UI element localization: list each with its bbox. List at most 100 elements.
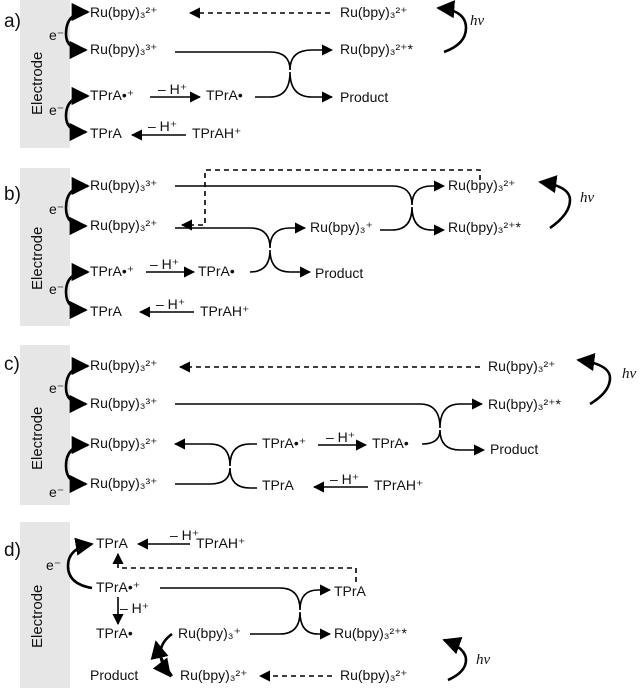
ru2-species: Ru(bpy)₃²⁺ — [90, 217, 158, 233]
electrode-label: Electrode — [29, 585, 46, 648]
tpra-species: TPrA — [96, 535, 129, 551]
reduction-arrow — [64, 86, 90, 117]
tprah-species: TPrAH⁺ — [374, 477, 423, 493]
ru-excited-species: Ru(bpy)₃²⁺* — [488, 396, 562, 412]
oxidation-arrow — [64, 465, 88, 494]
product-label: Product — [315, 265, 363, 281]
electrode-bar — [20, 345, 70, 505]
emission-return-arrow — [180, 169, 481, 231]
panel-letter: d) — [4, 540, 21, 561]
electron-label: e⁻ — [46, 557, 61, 573]
tpra-species: TPrA — [90, 303, 123, 319]
deprotonation-label: – H⁺ — [158, 81, 187, 97]
electron-transfer-arrow — [160, 584, 332, 611]
ru2-species: Ru(bpy)₃²⁺ — [180, 667, 248, 683]
panel-letter: b) — [4, 184, 21, 205]
ru-excited-species: Ru(bpy)₃²⁺* — [448, 219, 522, 235]
annihilation-arrow — [175, 180, 446, 206]
electron-transfer-arrow — [175, 398, 484, 429]
ru3-species: Ru(bpy)₃³⁺ — [90, 395, 158, 411]
deprotonation-label: – H⁺ — [120, 600, 149, 616]
annihilation-arrow — [380, 206, 446, 236]
tpra-radical-cation: TPrA•⁺ — [90, 87, 134, 103]
electrode-bar — [20, 168, 70, 326]
ru3-species-lower: Ru(bpy)₃³⁺ — [90, 475, 158, 491]
product-arrow — [249, 249, 312, 278]
electron-transfer-arrow — [175, 44, 334, 71]
photon-arrow — [576, 353, 612, 406]
ru2-species: Ru(bpy)₃²⁺ — [90, 4, 158, 20]
ru3-species: Ru(bpy)₃³⁺ — [90, 41, 158, 57]
tprah-species: TPrAH⁺ — [196, 535, 245, 551]
electrode-label: Electrode — [29, 407, 46, 470]
photon-label: hν — [580, 190, 595, 206]
oxidation-arrow — [64, 291, 88, 320]
tpra-radical-cation: TPrA•⁺ — [96, 579, 140, 595]
electrode-label: Electrode — [29, 52, 46, 115]
ru2-species-right: Ru(bpy)₃²⁺ — [340, 667, 408, 683]
photon-arrow — [442, 637, 468, 682]
tprah-species: TPrAH⁺ — [192, 125, 241, 141]
photon-label: hν — [470, 13, 485, 29]
product-label: Product — [340, 89, 388, 105]
oxidation-arrow — [64, 176, 90, 209]
electron-label: e⁻ — [49, 484, 64, 500]
electron-transfer-arrow — [255, 71, 334, 103]
panel-letter: a) — [4, 11, 21, 32]
ru-plus-species: Ru(bpy)₃⁺ — [310, 219, 373, 235]
reduction-arrow — [64, 262, 90, 293]
deprotonation-label: – H⁺ — [156, 296, 185, 312]
ru-excited-species: Ru(bpy)₃²⁺* — [334, 625, 408, 641]
photon-arrow — [538, 175, 572, 230]
tpra-species: TPrA — [262, 477, 295, 493]
catalytic-oxidation-arrow — [173, 438, 257, 467]
deprotonation-label: – H⁺ — [150, 256, 179, 272]
reduction-transfer-arrow — [175, 222, 307, 249]
reduction-arrow — [64, 435, 90, 467]
electrode-bar — [20, 0, 70, 148]
catalytic-oxidation-arrow — [175, 467, 257, 489]
oxidation-arrow — [66, 537, 94, 590]
tpra-radical: TPrA• — [206, 87, 243, 103]
electrode-bar — [20, 522, 70, 688]
ru2-species-right: Ru(bpy)₃²⁺ — [340, 4, 408, 20]
electron-label: e⁻ — [49, 102, 64, 118]
tpra-species-right: TPrA — [334, 583, 367, 599]
product-arrow — [150, 640, 174, 677]
panel-c: c) Electrode e⁻ e⁻ Ru(bpy)₃²⁺ Ru(bpy)₃³⁺… — [4, 345, 637, 505]
ru2-species-right: Ru(bpy)₃²⁺ — [488, 358, 556, 374]
ru2-species-right: Ru(bpy)₃²⁺ — [448, 177, 516, 193]
tpra-species: TPrA — [90, 125, 123, 141]
panel-d: d) Electrode e⁻ TPrA – H⁺ TPrAH⁺ TPrA•⁺ … — [4, 522, 491, 688]
electron-label: e⁻ — [49, 380, 64, 396]
reduction-arrow — [64, 2, 90, 35]
tprah-species: TPrAH⁺ — [200, 303, 249, 319]
ru3-species: Ru(bpy)₃³⁺ — [90, 177, 158, 193]
photon-label: hν — [476, 652, 491, 668]
electrode-label: Electrode — [29, 227, 46, 290]
panel-a: a) Electrode e⁻ e⁻ Ru(bpy)₃²⁺ Ru(bpy)₃³⁺… — [4, 0, 485, 148]
product-arrow — [421, 429, 486, 456]
product-label: Product — [90, 667, 138, 683]
tpra-radical-cation: TPrA•⁺ — [90, 263, 134, 279]
panel-b: b) Electrode e⁻ e⁻ Ru(bpy)₃³⁺ Ru(bpy)₃²⁺… — [4, 168, 595, 326]
deprotonation-label: – H⁺ — [326, 429, 355, 445]
deprotonation-label: – H⁺ — [170, 527, 199, 543]
product-label: Product — [490, 441, 538, 457]
oxidation-arrow — [64, 33, 88, 60]
regeneration-arrow — [112, 552, 357, 582]
photon-label: hν — [622, 366, 637, 382]
oxidation-arrow — [64, 115, 88, 142]
ru-plus-species: Ru(bpy)₃⁺ — [178, 625, 241, 641]
electron-label: e⁻ — [49, 27, 64, 43]
electron-transfer-arrow — [250, 611, 332, 640]
panel-letter: c) — [4, 354, 20, 375]
electron-label: e⁻ — [49, 201, 64, 217]
ru-excited-species: Ru(bpy)₃²⁺* — [340, 41, 414, 57]
deprotonation-label: – H⁺ — [148, 118, 177, 134]
oxidation-arrow — [64, 387, 88, 414]
tpra-radical: TPrA• — [372, 435, 409, 451]
tpra-radical: TPrA• — [96, 625, 133, 641]
reduction-arrow — [64, 356, 90, 389]
